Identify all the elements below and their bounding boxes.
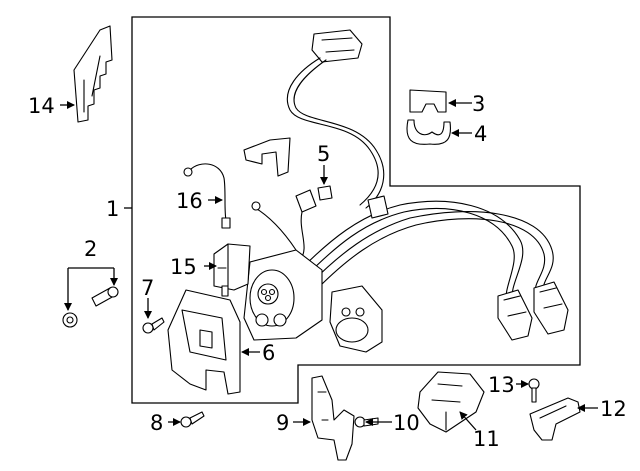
callout-10: 10 xyxy=(393,411,420,435)
part-15-module xyxy=(213,243,251,297)
part-5-clip xyxy=(317,185,333,201)
part-14-cover xyxy=(73,25,113,123)
callout-8: 8 xyxy=(150,411,163,435)
socket-cover xyxy=(329,285,383,353)
callout-3: 3 xyxy=(472,92,485,116)
part-2-screw-nut xyxy=(62,286,119,328)
charging-socket xyxy=(243,201,323,341)
harness-connector xyxy=(295,189,317,261)
callout-11: 11 xyxy=(473,427,500,451)
part-8-bolt xyxy=(180,411,205,428)
callout-2: 2 xyxy=(84,237,97,261)
callout-15: 15 xyxy=(170,255,197,279)
part-9-bracket xyxy=(311,375,355,461)
callout-1: 1 xyxy=(106,197,119,221)
part-12-bracket xyxy=(529,397,581,441)
part-16-sensor-wire xyxy=(183,163,231,229)
bracket-small xyxy=(243,137,291,177)
callout-13: 13 xyxy=(488,373,515,397)
part-4-clip xyxy=(406,119,452,145)
callout-14: 14 xyxy=(28,94,55,118)
callout-5: 5 xyxy=(317,142,330,166)
part-7-screw xyxy=(142,317,165,334)
assembly-boundary xyxy=(131,16,581,404)
part-13-bolt xyxy=(528,378,540,403)
part-3-clip xyxy=(409,89,447,113)
callout-7: 7 xyxy=(141,276,154,300)
callout-16: 16 xyxy=(176,189,203,213)
leader-lines xyxy=(60,99,598,431)
callout-12: 12 xyxy=(600,397,627,421)
part-6-frame xyxy=(167,289,241,395)
part-11-bracket xyxy=(417,371,485,433)
callout-6: 6 xyxy=(262,341,275,365)
callout-9: 9 xyxy=(276,411,289,435)
callout-4: 4 xyxy=(474,122,487,146)
wiring-harness xyxy=(286,29,569,341)
